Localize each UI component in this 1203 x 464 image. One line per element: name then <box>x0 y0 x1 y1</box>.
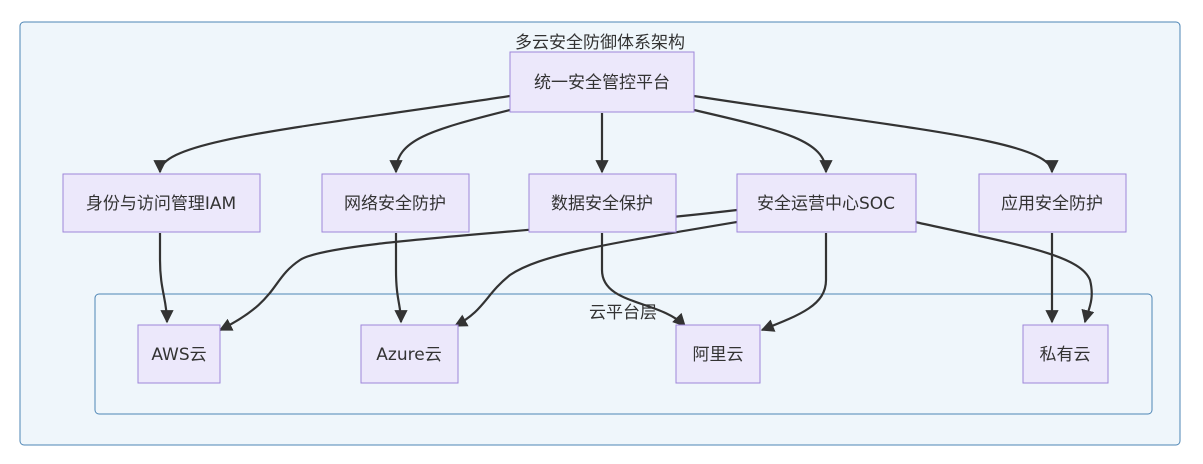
inner-cluster: 云平台层 <box>94 293 1153 415</box>
edge-platform-soc <box>693 108 833 174</box>
node-data-label: 数据安全保护 <box>551 194 653 214</box>
node-azure[interactable]: Azure云 <box>360 324 459 384</box>
node-aws[interactable]: AWS云 <box>137 324 221 384</box>
node-private-label: 私有云 <box>1040 345 1091 365</box>
node-platform-box <box>509 51 695 113</box>
edge-soc-azure <box>453 220 738 327</box>
node-soc[interactable]: 安全运营中心SOC <box>736 173 917 233</box>
node-soc-box <box>736 173 917 233</box>
node-iam-box <box>62 173 261 233</box>
node-app-label: 应用安全防护 <box>1001 194 1103 214</box>
node-network[interactable]: 网络安全防护 <box>321 173 470 233</box>
node-data-box <box>528 173 677 233</box>
edge-platform-app <box>693 94 1059 174</box>
edge-platform-iam <box>153 94 511 174</box>
node-aws-label: AWS云 <box>151 345 206 365</box>
node-app[interactable]: 应用安全防护 <box>978 173 1127 233</box>
node-app-box <box>978 173 1127 233</box>
node-platform-label: 统一安全管控平台 <box>534 73 670 93</box>
node-platform[interactable]: 统一安全管控平台 <box>509 51 695 113</box>
edges <box>153 94 1095 332</box>
inner-cluster-title: 云平台层 <box>589 303 657 323</box>
node-aliyun[interactable]: 阿里云 <box>675 324 761 384</box>
edge-data-aliyun <box>600 233 686 327</box>
node-aws-box <box>137 324 221 384</box>
edge-soc-private <box>914 220 1095 324</box>
edge-network-azure <box>394 233 408 324</box>
node-network-label: 网络安全防护 <box>344 194 446 214</box>
edge-soc-aliyun <box>760 233 828 332</box>
node-network-box <box>321 173 470 233</box>
node-soc-label: 安全运营中心SOC <box>757 194 895 214</box>
node-private[interactable]: 私有云 <box>1022 324 1109 384</box>
node-private-box <box>1022 324 1109 384</box>
node-iam[interactable]: 身份与访问管理IAM <box>62 173 261 233</box>
outer-cluster-title: 多云安全防御体系架构 <box>515 33 685 53</box>
node-azure-box <box>360 324 459 384</box>
edge-iam-aws <box>158 233 174 324</box>
node-aliyun-box <box>675 324 761 384</box>
node-data[interactable]: 数据安全保护 <box>528 173 677 233</box>
node-iam-label: 身份与访问管理IAM <box>86 194 236 214</box>
node-azure-label: Azure云 <box>376 345 441 365</box>
edge-platform-network <box>389 108 511 174</box>
node-aliyun-label: 阿里云 <box>693 345 744 365</box>
inner-cluster-box <box>94 293 1153 415</box>
